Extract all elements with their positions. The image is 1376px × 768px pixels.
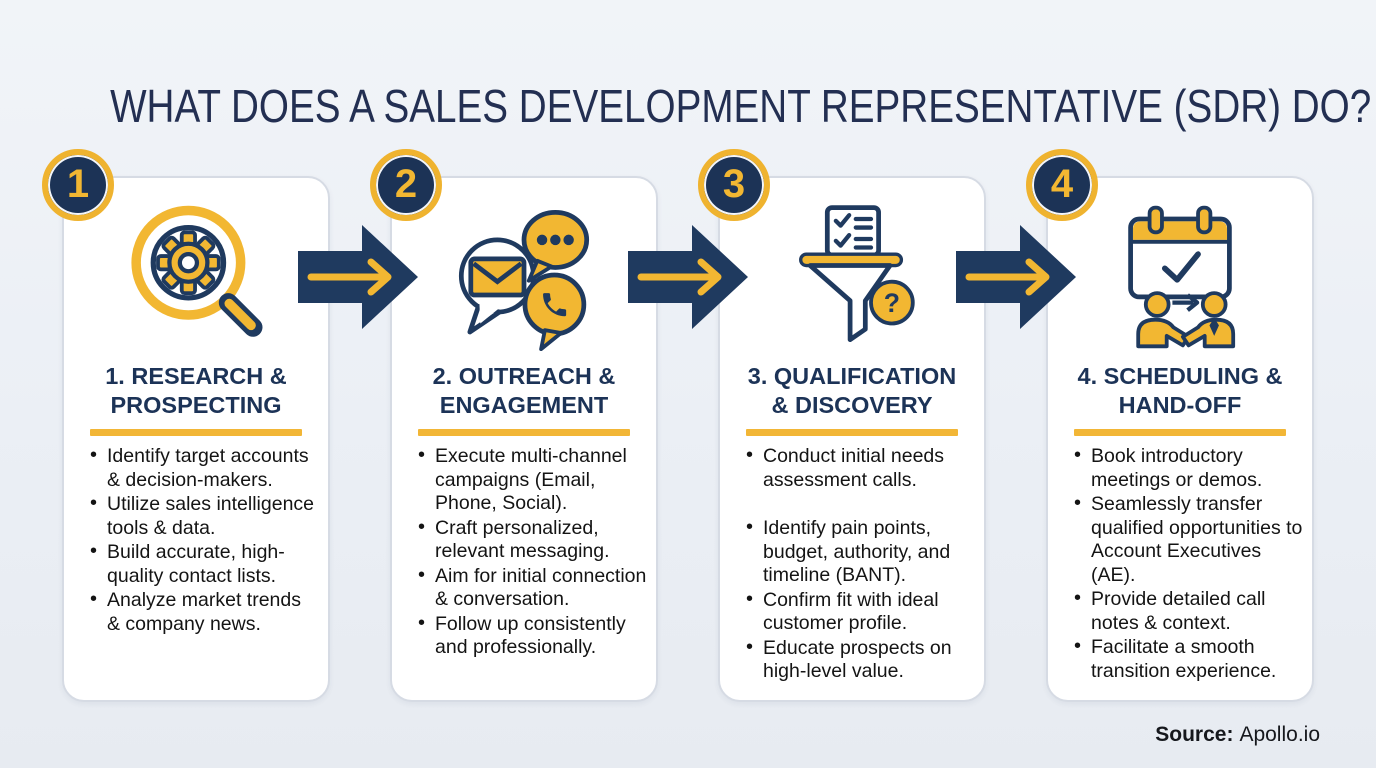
bullet-item: Identify target accounts & decision-make… xyxy=(90,444,319,492)
title-underline xyxy=(90,429,302,436)
funnel-checklist-icon: ? xyxy=(774,200,930,352)
step-card-scheduling: 4. SCHEDULING & HAND-OFF Book introducto… xyxy=(1046,176,1314,702)
source-note: Source:Apollo.io xyxy=(1155,723,1320,747)
bullet-list: Conduct initial needs assessment calls. … xyxy=(720,444,984,684)
step-card-outreach: 2. OUTREACH & ENGAGEMENT Execute multi-c… xyxy=(390,176,658,702)
title-underline xyxy=(418,429,630,436)
flow-arrow-icon xyxy=(298,225,418,334)
step-badge: 2 xyxy=(370,149,442,221)
title-underline xyxy=(1074,429,1286,436)
source-value: Apollo.io xyxy=(1239,723,1320,746)
step-title: 4. SCHEDULING & HAND-OFF xyxy=(1077,363,1283,418)
bullet-item: Seamlessly transfer qualified opportunit… xyxy=(1074,492,1303,587)
step-title: 3. QUALIFICATION & DISCOVERY xyxy=(747,363,957,418)
step-number: 4 xyxy=(1050,161,1074,206)
bullet-item: Aim for initial connection & conversatio… xyxy=(418,564,647,612)
step-badge: 4 xyxy=(1026,149,1098,221)
flow-arrow-icon xyxy=(956,225,1076,334)
step-number: 2 xyxy=(394,161,418,206)
source-label: Source: xyxy=(1155,723,1234,746)
bullet-item: Analyze market trends & company news. xyxy=(90,588,319,636)
bullet-item: Craft personalized, relevant messaging. xyxy=(418,516,647,564)
bullet-item: Facilitate a smooth transition experienc… xyxy=(1074,635,1303,683)
bullet-item: Utilize sales intelligence tools & data. xyxy=(90,492,319,540)
step-title: 2. OUTREACH & ENGAGEMENT xyxy=(432,363,616,418)
page-title: WHAT DOES A SALES DEVELOPMENT REPRESENTA… xyxy=(110,79,1372,132)
bullet-item: Identify pain points, budget, authority,… xyxy=(746,516,975,588)
bullet-list: Identify target accounts & decision-make… xyxy=(64,444,328,636)
chat-bubbles-icon xyxy=(446,200,602,352)
bullet-item: Book introductory meetings or demos. xyxy=(1074,444,1303,492)
step-card-research: 1. RESEARCH & PROSPECTING Identify targe… xyxy=(62,176,330,702)
bullet-item: Build accurate, high-quality contact lis… xyxy=(90,540,319,588)
title-underline xyxy=(746,429,958,436)
bullet-item: Provide detailed call notes & context. xyxy=(1074,587,1303,635)
question-mark: ? xyxy=(884,288,900,318)
step-card-qualification: ? 3. QUALIFICATION & DISCOVERY Conduct i… xyxy=(718,176,986,702)
bullet-item: Conduct initial needs assessment calls. xyxy=(746,444,975,492)
step-number: 1 xyxy=(66,161,90,206)
calendar-handshake-icon xyxy=(1102,200,1258,352)
bullet-item: Follow up consistently and professionall… xyxy=(418,612,647,660)
step-number: 3 xyxy=(722,161,746,206)
step-badge: 1 xyxy=(42,149,114,221)
bullet-item: Educate prospects on high-level value. xyxy=(746,636,975,684)
bullet-item: Execute multi-channel campaigns (Email, … xyxy=(418,444,647,516)
step-badge: 3 xyxy=(698,149,770,221)
flow-arrow-icon xyxy=(628,225,748,334)
magnifier-gear-icon xyxy=(118,200,274,352)
bullet-list: Execute multi-channel campaigns (Email, … xyxy=(392,444,656,660)
bullet-list: Book introductory meetings or demos. Sea… xyxy=(1048,444,1312,683)
bullet-item: Confirm fit with ideal customer profile. xyxy=(746,588,975,636)
step-title: 1. RESEARCH & PROSPECTING xyxy=(105,363,287,418)
